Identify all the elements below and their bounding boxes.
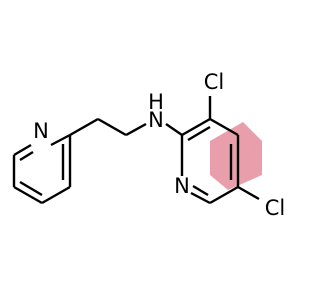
bond-n1-c2 (50, 133, 71, 147)
bond-c2-c3 (181, 117, 211, 137)
pyridine-nitrogen-left-label: N (33, 119, 49, 143)
chlorine-bottom-label: Cl (265, 196, 286, 220)
bond-c2-c3-inner (187, 125, 211, 142)
pyridine-nitrogen-right-label: N (174, 174, 190, 198)
amine-nitrogen-label: N (148, 108, 164, 132)
bond-ch2-ch2 (97, 117, 127, 137)
right-pyridine-ring (165, 117, 240, 205)
chlorine-top-label: Cl (204, 70, 225, 94)
bond-n-c2 (165, 123, 183, 136)
bond-c6-n (190, 191, 211, 205)
chemical-structure-diagram: N N H N Cl Cl (12, 70, 286, 220)
bond-c2-ch2 (69, 117, 99, 137)
bond-c6-n-inner (192, 184, 209, 197)
bond-c3-c4 (209, 117, 239, 137)
bond-ch2-n (125, 122, 147, 137)
bond-c3-c4 (41, 185, 71, 205)
bond-c5-cl (237, 185, 260, 201)
amine-hydrogen-label: H (148, 90, 164, 114)
bond-n1-c6 (13, 143, 32, 157)
bond-n1-c6-inner (19, 150, 34, 162)
left-pyridine-ring (12, 133, 72, 205)
bond-c4-c5 (13, 185, 43, 205)
bond-c5-c6 (209, 185, 239, 205)
bond-c4-c5-inner (19, 180, 43, 197)
ethyl-linker (69, 117, 147, 137)
ring-highlight (210, 122, 262, 190)
